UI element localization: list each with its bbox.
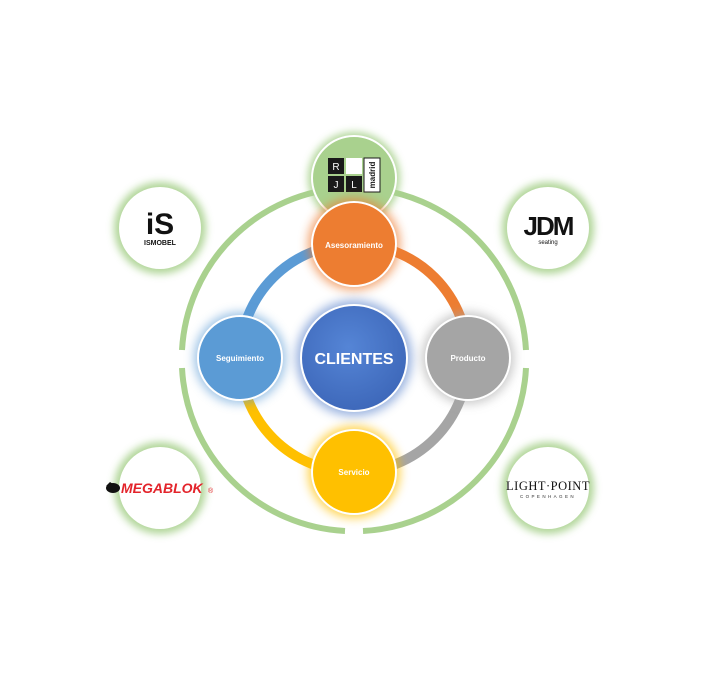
panther-icon bbox=[106, 482, 120, 493]
partner-megablok: MEGABLOK ® bbox=[106, 442, 214, 534]
partner-lightpoint: LIGHT·POINT COPENHAGEN bbox=[502, 442, 594, 534]
step-label-producto: Producto bbox=[450, 354, 485, 363]
step-label-asesoramiento: Asesoramiento bbox=[325, 241, 383, 250]
lightpoint-word: LIGHT·POINT bbox=[506, 479, 590, 493]
step-label-servicio: Servicio bbox=[338, 468, 369, 477]
rjl-letter-l: L bbox=[351, 180, 357, 191]
step-label-seguimiento: Seguimiento bbox=[216, 354, 264, 363]
megablok-registered-mark: ® bbox=[208, 487, 214, 495]
outer-ring-arc bbox=[362, 367, 529, 534]
rjl-letter-r: R bbox=[332, 162, 339, 173]
megablok-word: MEGABLOK bbox=[121, 480, 204, 496]
outer-ring bbox=[179, 185, 529, 534]
rjl-letter-j: J bbox=[334, 180, 339, 191]
ismobel-word: ISMOBEL bbox=[144, 240, 177, 247]
step-asesoramiento: Asesoramiento bbox=[308, 198, 400, 290]
jdm-word: seating bbox=[538, 240, 557, 246]
center-label: CLIENTES bbox=[314, 351, 393, 368]
rjl-word-madrid: madrid bbox=[368, 162, 377, 189]
partner-ismobel: iS ISMOBEL bbox=[114, 182, 206, 274]
jdm-mark: JDM bbox=[524, 211, 573, 241]
step-seguimiento: Seguimiento bbox=[194, 312, 286, 404]
center-clientes: CLIENTES bbox=[296, 300, 412, 416]
ismobel-mark: iS bbox=[146, 208, 174, 241]
outer-ring-arc bbox=[179, 367, 346, 534]
outer-ring-arc bbox=[362, 185, 529, 351]
partner-jdm: JDM seating bbox=[502, 182, 594, 274]
outer-ring-arc bbox=[179, 185, 346, 351]
step-servicio: Servicio bbox=[308, 426, 400, 518]
step-producto: Producto bbox=[422, 312, 514, 404]
lightpoint-sub: COPENHAGEN bbox=[520, 494, 576, 499]
rjl-logo: R J L madrid bbox=[328, 157, 381, 193]
